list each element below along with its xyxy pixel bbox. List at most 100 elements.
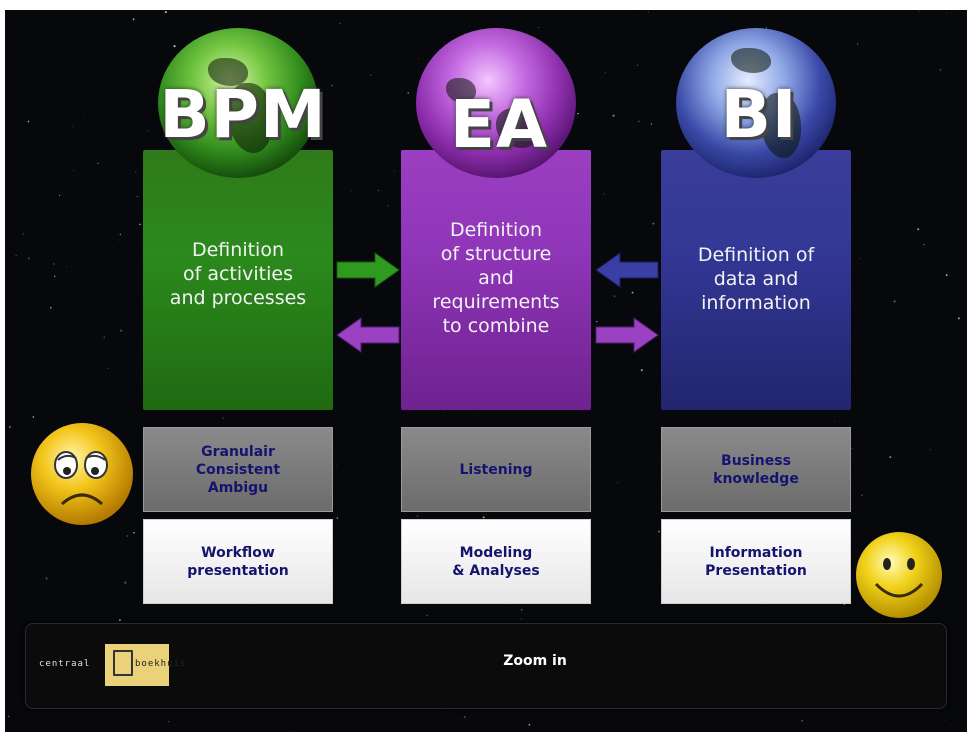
star	[613, 295, 616, 298]
star	[103, 336, 106, 339]
star	[418, 58, 419, 59]
star	[834, 420, 835, 422]
star	[139, 223, 141, 226]
star	[7, 715, 10, 718]
star	[58, 194, 61, 197]
star	[942, 137, 943, 139]
star	[322, 29, 324, 31]
desc-line: data and	[713, 268, 799, 290]
star	[600, 81, 602, 83]
star	[118, 619, 121, 622]
arrow-left-purple-icon	[336, 317, 400, 353]
bpm-title: BPM	[159, 76, 327, 153]
star	[917, 228, 920, 231]
star	[53, 263, 55, 265]
star	[944, 719, 946, 721]
star	[393, 170, 396, 172]
star	[864, 420, 866, 421]
bpm-output-box: Workflow presentation	[143, 519, 333, 604]
bi-output-box: Information Presentation	[661, 519, 851, 604]
bpm-column	[143, 150, 333, 410]
star	[120, 329, 123, 332]
star	[650, 123, 653, 125]
bpm-characteristics-box: Granulair Consistent Ambigu	[143, 427, 333, 512]
ea-column	[401, 150, 591, 410]
star	[164, 11, 167, 14]
star	[416, 515, 419, 517]
star	[861, 494, 863, 496]
star	[339, 22, 341, 24]
star	[136, 195, 139, 198]
star	[657, 530, 660, 533]
star	[604, 71, 606, 73]
star	[124, 581, 127, 584]
ea-output-box: Modeling & Analyses	[401, 519, 591, 604]
star	[97, 162, 99, 165]
star	[856, 43, 859, 45]
happy-face-icon	[856, 532, 942, 618]
star	[476, 414, 478, 416]
ea-description: Definition of structure and requirements…	[401, 218, 591, 338]
arrow-right-purple-icon	[595, 317, 659, 353]
star	[113, 246, 114, 248]
star	[387, 204, 389, 207]
box-line: Listening	[459, 461, 533, 478]
desc-line: requirements	[432, 291, 560, 313]
box-line: Business	[721, 452, 791, 469]
star	[49, 306, 52, 309]
star	[929, 449, 931, 451]
box-line: presentation	[187, 562, 289, 579]
book-icon	[113, 650, 133, 676]
desc-line: and processes	[169, 287, 307, 309]
star	[520, 618, 522, 620]
box-line: Modeling	[459, 544, 533, 561]
star	[126, 535, 129, 537]
star	[640, 369, 643, 372]
star	[612, 114, 615, 117]
star	[652, 222, 655, 225]
star	[147, 130, 149, 132]
star	[631, 291, 634, 294]
bi-column	[661, 150, 851, 410]
desc-line: and	[478, 267, 514, 289]
logo-text-left: centraal	[39, 659, 91, 669]
star	[893, 300, 896, 303]
ea-characteristics-box: Listening	[401, 427, 591, 512]
box-line: Ambigu	[207, 479, 269, 496]
star	[370, 74, 372, 76]
desc-line: Definition	[191, 239, 284, 261]
star	[859, 258, 861, 260]
star	[407, 92, 409, 94]
bi-description: Definition of data and information	[661, 243, 851, 315]
desc-line: Definition	[449, 219, 542, 241]
desc-line: Definition of	[697, 244, 815, 266]
centraal-boekhuis-logo: centraal boekhuis	[35, 640, 200, 690]
arrow-right-green-icon	[336, 252, 400, 288]
star	[426, 614, 428, 616]
star	[637, 120, 640, 123]
star	[45, 577, 48, 580]
star	[482, 516, 485, 519]
star	[54, 275, 56, 278]
star	[66, 266, 68, 268]
star	[135, 170, 137, 173]
zoom-in-button[interactable]: Zoom in	[503, 653, 567, 669]
star	[636, 64, 639, 66]
star	[331, 84, 333, 87]
box-line: & Analyses	[452, 562, 540, 579]
star	[889, 456, 892, 459]
star	[133, 531, 135, 534]
star	[577, 112, 579, 115]
star	[538, 26, 539, 28]
star	[83, 113, 84, 115]
star	[682, 20, 684, 21]
star	[923, 244, 925, 246]
star	[463, 716, 466, 719]
star	[939, 68, 942, 71]
star	[119, 233, 121, 235]
desc-line: of structure	[440, 243, 552, 265]
star	[17, 186, 19, 188]
star	[15, 254, 18, 257]
star	[9, 426, 11, 428]
star	[852, 448, 853, 450]
